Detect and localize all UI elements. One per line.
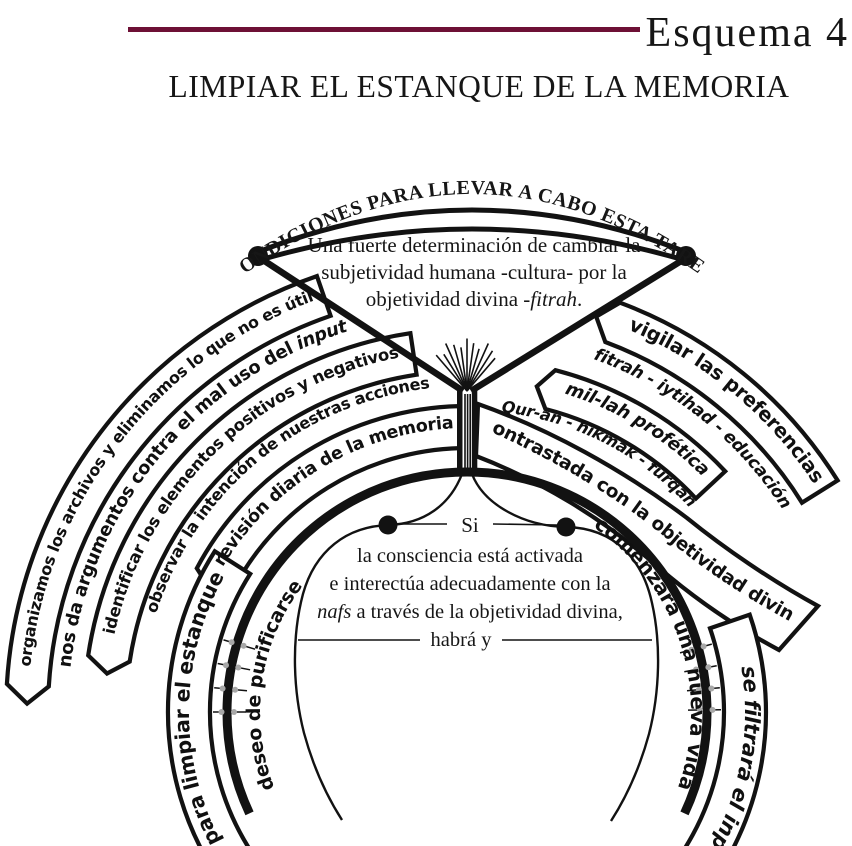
filter-tick-bead (709, 706, 716, 713)
tassel-ray (466, 350, 494, 392)
fan-right-dot (676, 246, 696, 266)
band-para-limpiar (165, 548, 254, 846)
tassel-ray (466, 357, 496, 392)
filter-tick-bead (700, 643, 707, 650)
filter-tick-bead (235, 664, 242, 671)
filter-tick-bead (240, 642, 247, 649)
filter-tick-bead (231, 709, 237, 715)
center-line-3: nafs a través de la objetividad divina, (317, 601, 623, 623)
filter-tick-bead (218, 709, 225, 715)
band-se-filtrara (683, 612, 769, 846)
left-branch-curve (293, 473, 464, 821)
center-line-2: e interectúa adecuadamente con la (329, 573, 610, 595)
right-branch-dot (556, 517, 576, 537)
band-mil-lah (534, 367, 729, 502)
page-title: LIMPIAR EL ESTANQUE DE LA MEMORIA (169, 69, 790, 104)
tassel-rays-icon (435, 338, 496, 392)
tassel-ray (460, 347, 468, 392)
filter-tick-bead (695, 686, 702, 693)
fan-left-edge (258, 255, 465, 394)
tassel-ray (444, 343, 468, 392)
filter-tick-bead (688, 646, 695, 653)
fan-line-3: objetividad divina -fitrah. (366, 287, 582, 311)
trunk-column (457, 390, 478, 475)
fan-outer-curve (257, 207, 687, 255)
tassel-ray (443, 353, 468, 392)
band-identificar (85, 330, 419, 677)
tassel-ray (435, 354, 468, 392)
fan-inner-curve (259, 226, 685, 263)
si-right-dash (492, 523, 558, 526)
fan-line-2: subjetividad humana -cultura- por la (321, 260, 627, 284)
right-branch-curve (470, 473, 660, 822)
filter-tick-bead (693, 666, 700, 673)
fan-left-dot (248, 246, 268, 266)
filter-tick-bead (228, 639, 235, 646)
tassel-ray (452, 344, 468, 392)
tassel-ray (466, 343, 475, 392)
fan-line-1: Una fuerte determinación de cambiar la (308, 233, 642, 257)
band-contrastada (473, 401, 822, 653)
fan-right-edge (469, 255, 688, 394)
header-accent-rule (128, 27, 640, 32)
band-vigilar (593, 300, 841, 506)
filter-ticks (213, 639, 722, 715)
si-label: Si (461, 513, 479, 537)
center-line-4: habrá y (431, 629, 493, 651)
filter-tick-bead (708, 685, 715, 692)
filter-tick-bead (232, 686, 239, 693)
filter-tick-line (679, 643, 713, 654)
center-condition-text: Si la consciencia está activada e intere… (317, 513, 623, 651)
tassel-ray (466, 343, 490, 392)
band-organizamos (4, 273, 334, 707)
esquema-label: Esquema 4 (646, 10, 849, 56)
filter-tick-bead (705, 664, 712, 671)
fan-body-text: Una fuerte determinación de cambiar la s… (308, 233, 642, 311)
tassel-ray (466, 348, 480, 392)
left-branch-dot (378, 515, 398, 535)
filter-tick-bead (697, 707, 703, 713)
filter-tick-bead (219, 685, 226, 692)
filter-tick-bead (223, 662, 229, 669)
center-line-1: la consciencia está activada (357, 545, 583, 567)
